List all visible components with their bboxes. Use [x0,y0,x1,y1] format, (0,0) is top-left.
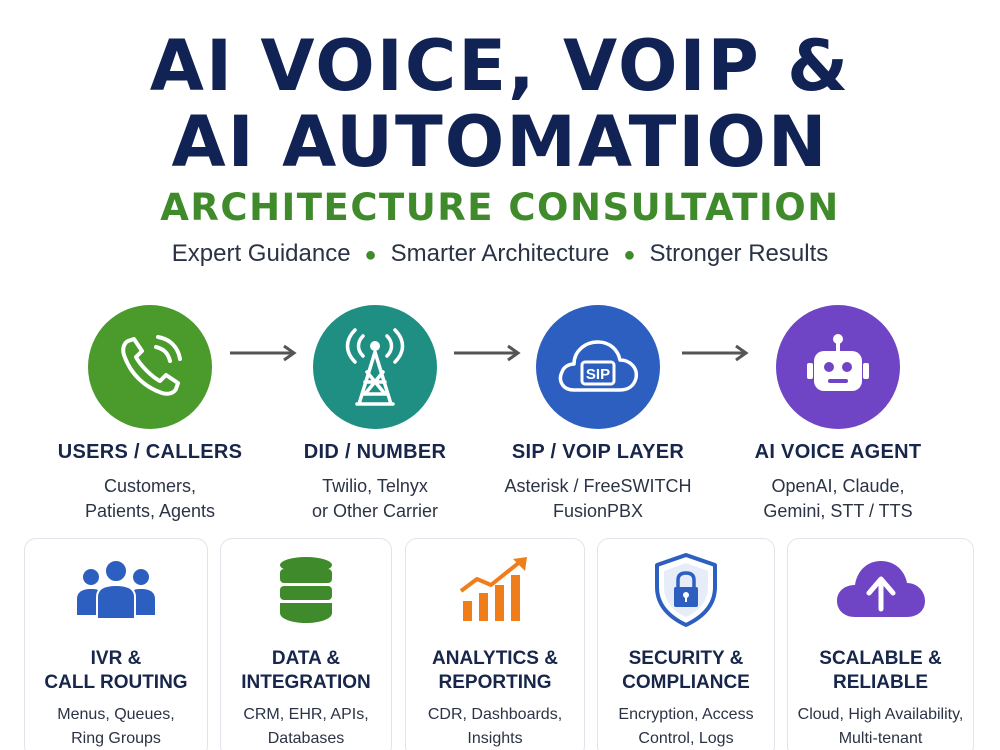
feature-card-desc: Cloud, High Availability, Multi-tenant [788,703,973,750]
feature-card-desc-line: CRM, EHR, APIs, [243,706,369,723]
feature-card-title-line: COMPLIANCE [622,672,750,693]
flow-node-desc: OpenAI, Claude, Gemini, STT / TTS [713,474,963,524]
sip-cloud-icon: SIP [536,305,660,429]
feature-card-title-line: INTEGRATION [241,672,371,693]
tagline-item: Expert Guidance [171,240,351,267]
arrow-right-icon [230,344,297,362]
flow-node-desc: Customers, Patients, Agents [25,474,275,524]
flow-node-desc-line: Customers, [103,476,197,496]
feature-card-desc-line: CDR, Dashboards, [427,706,563,723]
feature-card-desc: CRM, EHR, APIs, Databases [221,703,391,750]
shield-lock-icon [598,553,774,627]
bullet-dot-icon: ● [364,244,377,266]
title-line-1: AI VOICE, VOIP & [149,25,851,107]
feature-card-desc: CDR, Dashboards, Insights [406,703,584,750]
feature-card-title: IVR & CALL ROUTING [25,647,207,695]
flow-node-did: DID / NUMBER Twilio, Telnyx or Other Car… [250,305,500,524]
feature-card-scalable: SCALABLE & RELIABLE Cloud, High Availabi… [787,538,974,750]
flow-node-title: SIP / VOIP LAYER [511,441,685,463]
flow-node-desc-line: or Other Carrier [311,501,439,521]
flow-node-desc-line: Patients, Agents [84,501,216,521]
feature-card-desc-line: Multi-tenant [838,730,923,747]
cloud-upload-icon [788,555,973,625]
feature-card-data: DATA & INTEGRATION CRM, EHR, APIs, Datab… [220,538,392,750]
flow-node-ai-agent: AI VOICE AGENT OpenAI, Claude, Gemini, S… [713,305,963,524]
flow-node-desc-line: FusionPBX [552,501,644,521]
feature-card-desc-line: Encryption, Access [618,706,754,723]
flow-node-sip: SIP SIP / VOIP LAYER Asterisk / FreeSWIT… [473,305,723,524]
feature-card-title-line: SECURITY & [628,648,744,669]
database-icon [221,555,391,625]
feature-card-title-line: SCALABLE & [819,648,942,669]
feature-card-desc-line: Cloud, High Availability, [797,706,964,723]
feature-card-title: SECURITY & COMPLIANCE [598,647,774,695]
feature-card-desc: Menus, Queues, Ring Groups [25,703,207,750]
tagline: Expert Guidance ● Smarter Architecture ● Str… [0,240,1000,268]
feature-card-title-line: REPORTING [438,672,552,693]
feature-card-desc-line: Insights [467,730,523,747]
flow-node-desc-line: Gemini, STT / TTS [763,501,913,521]
growth-chart-icon [406,555,584,625]
feature-card-title-line: ANALYTICS & [432,648,558,669]
feature-card-analytics: ANALYTICS & REPORTING CDR, Dashboards, I… [405,538,585,750]
antenna-tower-icon [313,305,437,429]
users-group-icon [25,555,207,625]
feature-card-title-line: RELIABLE [833,672,928,693]
title-line-2: AI AUTOMATION [171,101,829,183]
feature-card-desc-line: Ring Groups [71,730,161,747]
flow-node-users: USERS / CALLERS Customers, Patients, Age… [25,305,275,524]
subtitle: ARCHITECTURE CONSULTATION [160,186,840,229]
arrow-right-icon [454,344,521,362]
feature-card-desc-line: Databases [267,730,345,747]
flow-node-desc: Asterisk / FreeSWITCH FusionPBX [473,474,723,524]
sip-label: SIP [586,366,610,383]
flow-node-title: USERS / CALLERS [57,441,243,463]
tagline-item: Smarter Architecture [390,240,610,267]
flow-node-desc: Twilio, Telnyx or Other Carrier [250,474,500,524]
feature-card-desc: Encryption, Access Control, Logs [598,703,774,750]
flow-node-title: DID / NUMBER [303,441,447,463]
feature-card-desc-line: Control, Logs [638,730,734,747]
flow-node-title: AI VOICE AGENT [754,441,922,463]
arrow-right-icon [682,344,749,362]
bullet-dot-icon: ● [623,244,636,266]
feature-card-title: SCALABLE & RELIABLE [788,647,973,695]
feature-card-title-line: IVR & [90,648,142,669]
feature-card-title: ANALYTICS & REPORTING [406,647,584,695]
flow-node-desc-line: Asterisk / FreeSWITCH [504,476,692,496]
feature-card-title: DATA & INTEGRATION [221,647,391,695]
feature-card-title-line: DATA & [271,648,341,669]
feature-card-ivr: IVR & CALL ROUTING Menus, Queues, Ring G… [24,538,208,750]
feature-card-desc-line: Menus, Queues, [57,706,175,723]
phone-icon [88,305,212,429]
robot-icon [776,305,900,429]
feature-card-title-line: CALL ROUTING [44,672,188,693]
feature-card-security: SECURITY & COMPLIANCE Encryption, Access… [597,538,775,750]
tagline-item: Stronger Results [649,240,829,267]
flow-node-desc-line: Twilio, Telnyx [322,476,428,496]
flow-node-desc-line: OpenAI, Claude, [771,476,905,496]
